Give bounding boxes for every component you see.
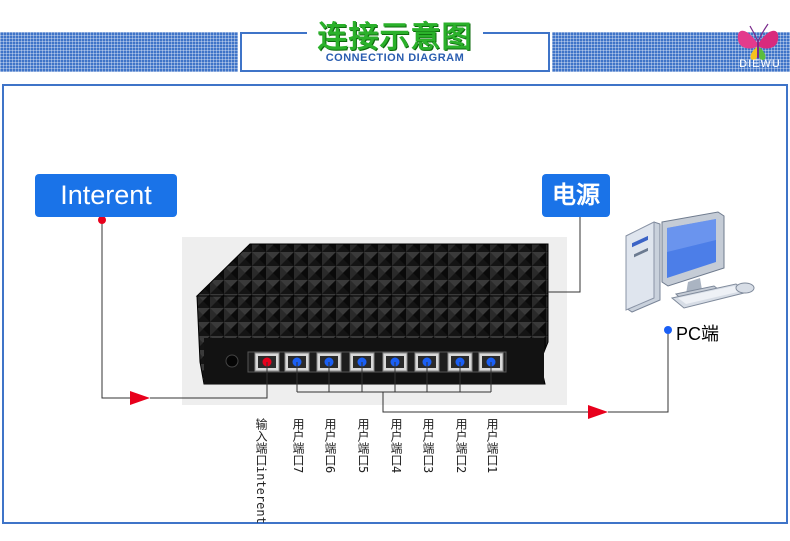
port-label-user-7: 用户端口7 — [291, 418, 305, 474]
pc-label: PC端 — [676, 324, 720, 344]
diagram-frame — [2, 84, 788, 524]
pc-bus-line — [382, 392, 590, 413]
network-switch — [195, 243, 549, 385]
power-jack-icon — [225, 354, 239, 368]
pc-dot — [664, 326, 672, 334]
pc-computer-icon — [625, 211, 755, 313]
internet-dot — [98, 216, 106, 224]
internet-line — [101, 220, 130, 399]
butterfly-logo-icon — [737, 23, 779, 60]
page-title: 连接示意图 — [307, 12, 483, 56]
page-subtitle: CONNECTION DIAGRAM — [325, 52, 465, 64]
input-port-line — [150, 362, 268, 399]
connector-lines — [101, 217, 669, 413]
port-label-user-3: 用户端口3 — [421, 418, 435, 474]
port-label-user-1: 用户端口1 — [485, 418, 499, 474]
port-label-user-4: 用户端口4 — [389, 418, 403, 474]
arrow-to-switch-icon — [130, 391, 150, 405]
port-label-user-2: 用户端口2 — [454, 418, 468, 474]
header: 连接示意图 CONNECTION DIAGRAM DIEWU — [0, 0, 790, 80]
internet-label: Interent — [35, 174, 177, 217]
logo-text: DIEWU — [739, 58, 781, 70]
port-label-input: 输入端口interent — [254, 418, 268, 524]
rj45-port-input — [254, 352, 280, 372]
pc-line — [608, 330, 669, 413]
port-label-user-6: 用户端口6 — [323, 418, 337, 474]
power-line — [548, 217, 581, 293]
header-pattern-left — [0, 32, 238, 72]
power-label: 电源 — [542, 174, 610, 217]
port-label-user-5: 用户端口5 — [356, 418, 370, 474]
arrow-to-pc-icon — [588, 405, 608, 419]
